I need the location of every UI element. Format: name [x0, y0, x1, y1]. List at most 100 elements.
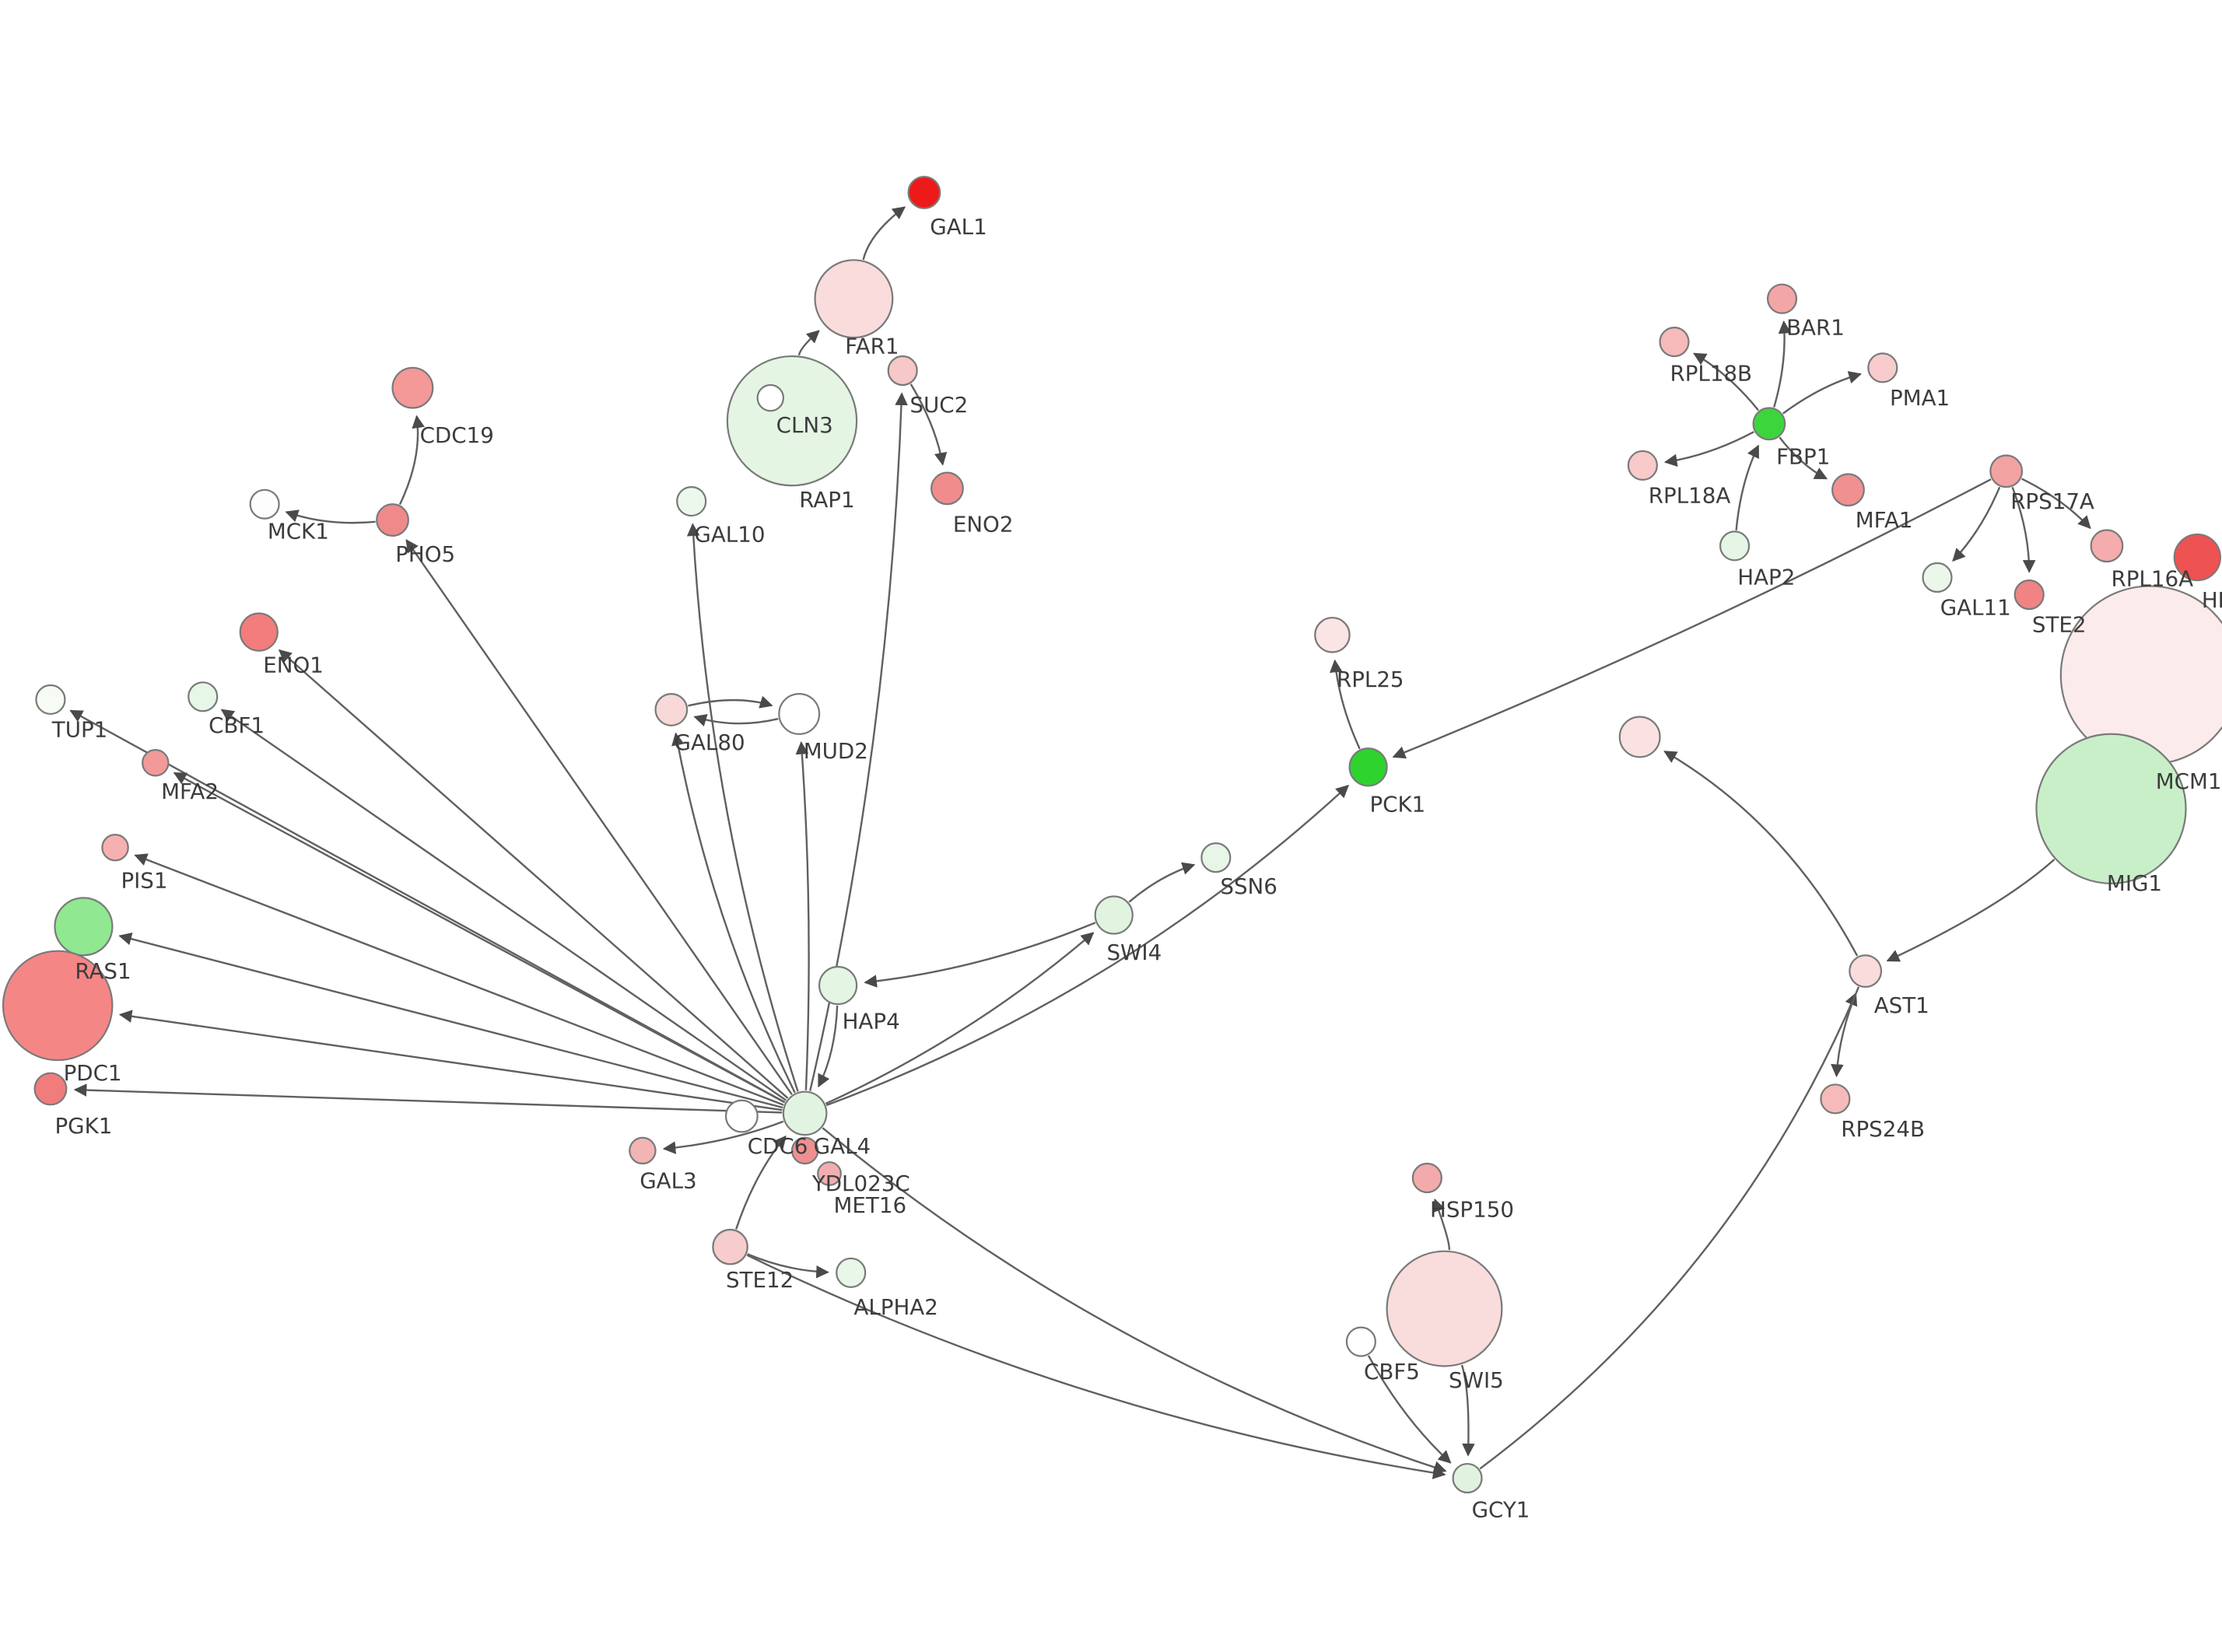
edge-hap4-gal4[interactable]: [818, 1005, 839, 1088]
edge-ste12-gal4[interactable]: [734, 1135, 787, 1230]
node-met16[interactable]: [817, 1161, 842, 1186]
node-cdc6[interactable]: [724, 1099, 759, 1133]
edge-cbf5-gcy1[interactable]: [1367, 1355, 1452, 1464]
edge-gal4-pck1[interactable]: [825, 784, 1349, 1107]
node-mck1[interactable]: [249, 488, 280, 520]
edge-swi4-ssn6[interactable]: [1128, 862, 1196, 903]
node-rpl18b[interactable]: [1659, 326, 1690, 358]
edge-ste12-gcy1[interactable]: [746, 1254, 1446, 1479]
node-hap4[interactable]: [818, 965, 858, 1006]
node-mud2[interactable]: [778, 692, 821, 735]
node-pho5[interactable]: [376, 503, 409, 537]
edge-mud2-gal80[interactable]: [693, 714, 779, 726]
edge-gal4-cbf1[interactable]: [220, 709, 787, 1101]
node-gal80[interactable]: [654, 692, 689, 726]
node-gal3[interactable]: [629, 1136, 657, 1165]
node-cdc19[interactable]: [391, 366, 434, 409]
edge-pho5-cdc19[interactable]: [398, 415, 425, 506]
node-rps17a[interactable]: [1989, 454, 2024, 488]
edge-gal4-gal80[interactable]: [671, 732, 796, 1094]
node-ssn6[interactable]: [1200, 842, 1232, 873]
edge-ast1-node2[interactable]: [1663, 751, 1859, 957]
node-gal11[interactable]: [1922, 562, 1953, 593]
edge-rps17a-gal11[interactable]: [1952, 486, 2001, 562]
edge-gal4-pgk1[interactable]: [73, 1083, 783, 1114]
node-pis1[interactable]: [101, 833, 129, 862]
edge-gal80-mud2[interactable]: [688, 695, 773, 709]
node-fbp1[interactable]: [1752, 407, 1786, 441]
edge-gal4-mud2[interactable]: [795, 741, 810, 1090]
edge-suc2-eno2[interactable]: [909, 383, 948, 466]
node-bar1[interactable]: [1766, 283, 1798, 314]
node-alpha2[interactable]: [836, 1257, 867, 1288]
edge-gal4-ras1[interactable]: [118, 932, 783, 1109]
node-swi4[interactable]: [1094, 895, 1134, 935]
node-ste12[interactable]: [712, 1228, 748, 1265]
node-gal1[interactable]: [907, 176, 941, 209]
edge-rps17a-ste2[interactable]: [2011, 487, 2036, 573]
edge-fbp1-pma1[interactable]: [1782, 371, 1862, 415]
edge-gal4-tup1[interactable]: [69, 709, 786, 1104]
edge-fbp1-rpl18a[interactable]: [1663, 431, 1754, 467]
edge-swi5-gcy1[interactable]: [1460, 1364, 1475, 1457]
node-cbf1[interactable]: [188, 681, 219, 712]
edge-gal4-eno1[interactable]: [278, 649, 789, 1099]
edge-far1-gal1[interactable]: [862, 206, 906, 261]
edge-gal4-pho5[interactable]: [405, 539, 793, 1095]
edge-gal4-gcy1[interactable]: [822, 1127, 1447, 1474]
node-eno2[interactable]: [931, 471, 964, 506]
edge-gal4-gal3[interactable]: [662, 1120, 784, 1154]
edge-swi4-hap4[interactable]: [864, 922, 1096, 988]
node-rpl18a[interactable]: [1627, 450, 1658, 481]
node-suc2[interactable]: [887, 355, 918, 387]
node-swi5[interactable]: [1386, 1250, 1503, 1367]
node-hap2[interactable]: [1719, 530, 1751, 562]
node-pgk1[interactable]: [33, 1072, 68, 1106]
node-ast1[interactable]: [1849, 954, 1883, 988]
node-mfa2[interactable]: [142, 749, 170, 777]
node-pma1[interactable]: [1867, 352, 1898, 383]
node-pck1[interactable]: [1348, 747, 1388, 787]
node-rps24b[interactable]: [1820, 1083, 1851, 1115]
node-ras1[interactable]: [54, 897, 114, 957]
node-cbf5[interactable]: [1345, 1326, 1376, 1357]
edge-gal4-pdc1[interactable]: [118, 1010, 783, 1111]
edge-rps17a-rpl16a[interactable]: [2021, 478, 2091, 530]
edge-fbp1-rpl18b[interactable]: [1693, 352, 1759, 411]
edge-gal4-gal10[interactable]: [686, 523, 799, 1092]
edge-pck1-rpl25[interactable]: [1329, 659, 1361, 750]
node-mig1[interactable]: [2035, 733, 2187, 884]
node-gcy1[interactable]: [1452, 1462, 1483, 1494]
node-his4[interactable]: [2173, 533, 2221, 582]
edge-ast1-rps24b[interactable]: [1831, 986, 1860, 1078]
edge-hap2-fbp1[interactable]: [1735, 444, 1760, 530]
node-ste2[interactable]: [2013, 579, 2045, 611]
edge-rap1-far1[interactable]: [797, 330, 820, 356]
edge-gal4-swi4[interactable]: [825, 932, 1095, 1105]
node-mfa1[interactable]: [1831, 473, 1865, 507]
node-rap1[interactable]: [726, 355, 858, 487]
edge-fbp1-mfa1[interactable]: [1779, 436, 1828, 480]
node-far1[interactable]: [814, 259, 894, 339]
node-ydl023c[interactable]: [790, 1136, 819, 1165]
edge-gal4-pis1[interactable]: [134, 853, 784, 1106]
edge-gal4-mfa2[interactable]: [173, 772, 786, 1104]
node-hsp150[interactable]: [1411, 1162, 1442, 1194]
node-eno1[interactable]: [239, 612, 279, 652]
node-rpl16a[interactable]: [2090, 529, 2124, 563]
node-node2[interactable]: [1618, 716, 1661, 758]
edge-ste12-alpha2[interactable]: [747, 1253, 829, 1279]
edge-fbp1-bar1[interactable]: [1773, 320, 1792, 408]
node-gal10[interactable]: [676, 486, 707, 517]
node-gal4[interactable]: [782, 1090, 828, 1136]
edge-swi5-hsp150[interactable]: [1432, 1198, 1450, 1251]
node-tup1[interactable]: [35, 684, 66, 716]
edge-rps17a-pck1[interactable]: [1392, 478, 1992, 759]
edge-mig1-ast1[interactable]: [1886, 859, 2056, 962]
node-cln3[interactable]: [756, 383, 785, 412]
edge-gcy1-ast1[interactable]: [1479, 992, 1858, 1470]
node-pdc1[interactable]: [2, 950, 114, 1062]
edge-pho5-mck1[interactable]: [285, 509, 376, 524]
node-rpl25[interactable]: [1314, 617, 1351, 653]
